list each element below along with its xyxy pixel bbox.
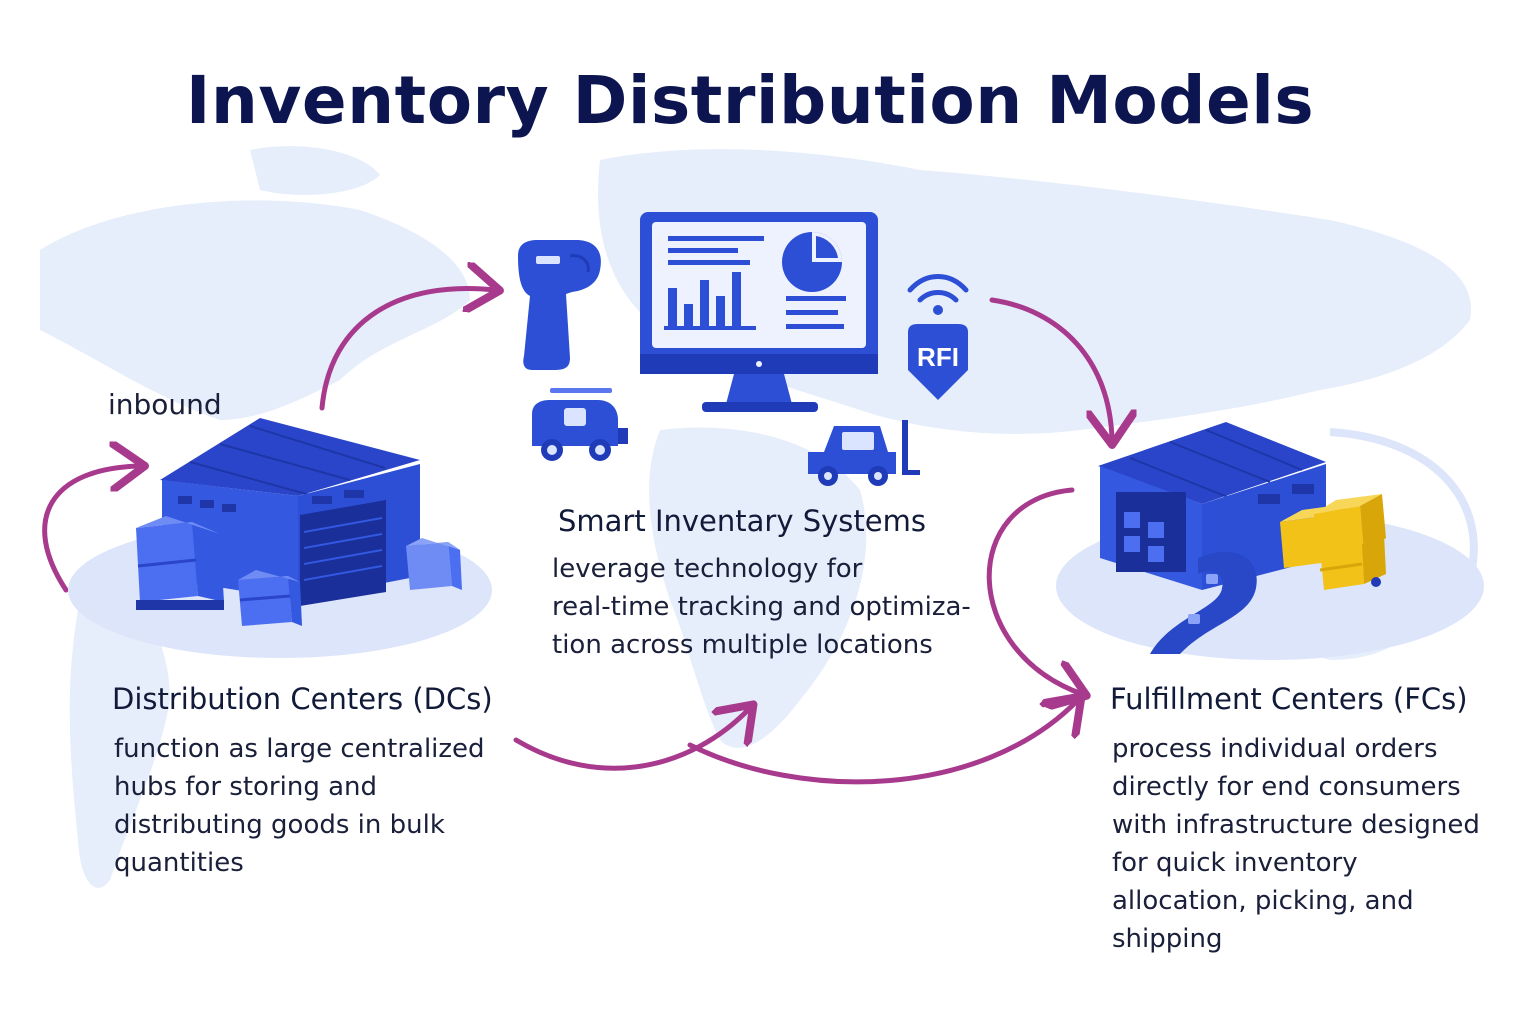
smart-systems-heading: Smart Inventary Systems bbox=[558, 504, 926, 538]
fulfillment-centers-heading: Fulfillment Centers (FCs) bbox=[1110, 682, 1468, 716]
distribution-centers-heading: Distribution Centers (DCs) bbox=[112, 682, 493, 716]
barcode-scanner-icon bbox=[518, 240, 601, 370]
fulfillment-centers-description: process individual orders directly for e… bbox=[1112, 734, 1480, 954]
distribution-centers-description: function as large centralized hubs for s… bbox=[114, 734, 485, 878]
rfid-tag-label: RFI bbox=[917, 342, 959, 372]
dashboard-monitor-icon bbox=[640, 212, 878, 412]
rfid-tag-icon: RFI bbox=[907, 274, 969, 400]
distribution-center-illustration bbox=[68, 418, 492, 658]
fulfillment-center-illustration bbox=[1056, 422, 1484, 660]
delivery-vehicle-icon bbox=[532, 388, 628, 461]
page-title: Inventory Distribution Models bbox=[185, 62, 1315, 139]
forklift-icon bbox=[808, 420, 920, 486]
inbound-label: inbound bbox=[108, 388, 222, 421]
smart-systems-description: leverage technology for real-time tracki… bbox=[552, 554, 971, 660]
